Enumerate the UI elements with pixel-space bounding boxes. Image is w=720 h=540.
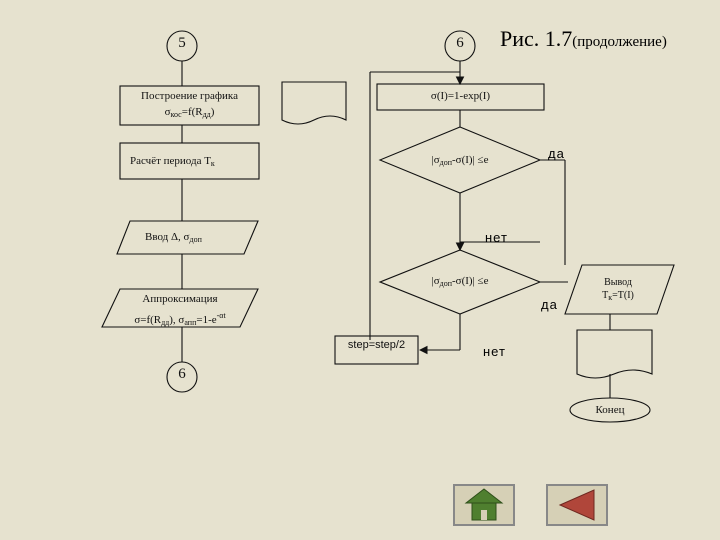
document-shape-right <box>576 329 653 379</box>
back-button[interactable] <box>546 484 608 526</box>
figure-title-note: (продолжение) <box>572 34 667 50</box>
plot-graph-line1: Построение графика <box>141 90 238 102</box>
end-label: Конец <box>595 404 625 416</box>
figure-title: Рис. 1.7(продолжение) <box>500 26 667 52</box>
input-parallelogram <box>116 220 259 255</box>
connector-6-bottom-label: 6 <box>178 366 186 382</box>
output-line1: Вывод <box>604 277 632 288</box>
step-box <box>334 335 419 365</box>
plot-graph-box <box>119 85 260 126</box>
period-calc-label: Расчёт периода Tк <box>130 155 215 168</box>
end-terminator <box>569 397 651 423</box>
output-parallelogram <box>564 264 675 315</box>
yes-label-2: да <box>541 297 558 312</box>
condition1-label: |σдоп-σ(I)| ≤e <box>431 154 489 167</box>
connector-6-top-label: 6 <box>456 35 464 51</box>
home-icon <box>464 488 504 521</box>
step-label: step=step/2 <box>347 339 406 351</box>
period-calc-box <box>119 142 260 180</box>
home-button[interactable] <box>453 484 515 526</box>
sigma-calc-label: σ(I)=1-exp(I) <box>430 90 491 102</box>
approximation-line1: Аппроксимация <box>142 293 218 305</box>
no-label-2: нет <box>483 344 506 359</box>
approximation-parallelogram <box>101 288 259 328</box>
no-label-1: нет <box>485 230 508 245</box>
input-label: Ввод Δ, σдоп <box>145 231 202 244</box>
connector-5-label: 5 <box>178 35 186 51</box>
document-shape-top <box>281 81 347 125</box>
connector-6-bottom-circle <box>166 361 198 393</box>
condition2-label: |σдоп-σ(I)| ≤e <box>431 275 489 288</box>
output-line2: Tк=T(I) <box>602 290 634 302</box>
figure-title-main: Рис. 1.7 <box>500 26 573 51</box>
plot-graph-line2: σкос=f(Rдд) <box>164 106 215 119</box>
back-triangle-icon <box>558 489 595 521</box>
approximation-line2: σ=f(Rдд), σапп=1-e-αt <box>134 311 226 327</box>
yes-label-1: да <box>548 146 565 161</box>
